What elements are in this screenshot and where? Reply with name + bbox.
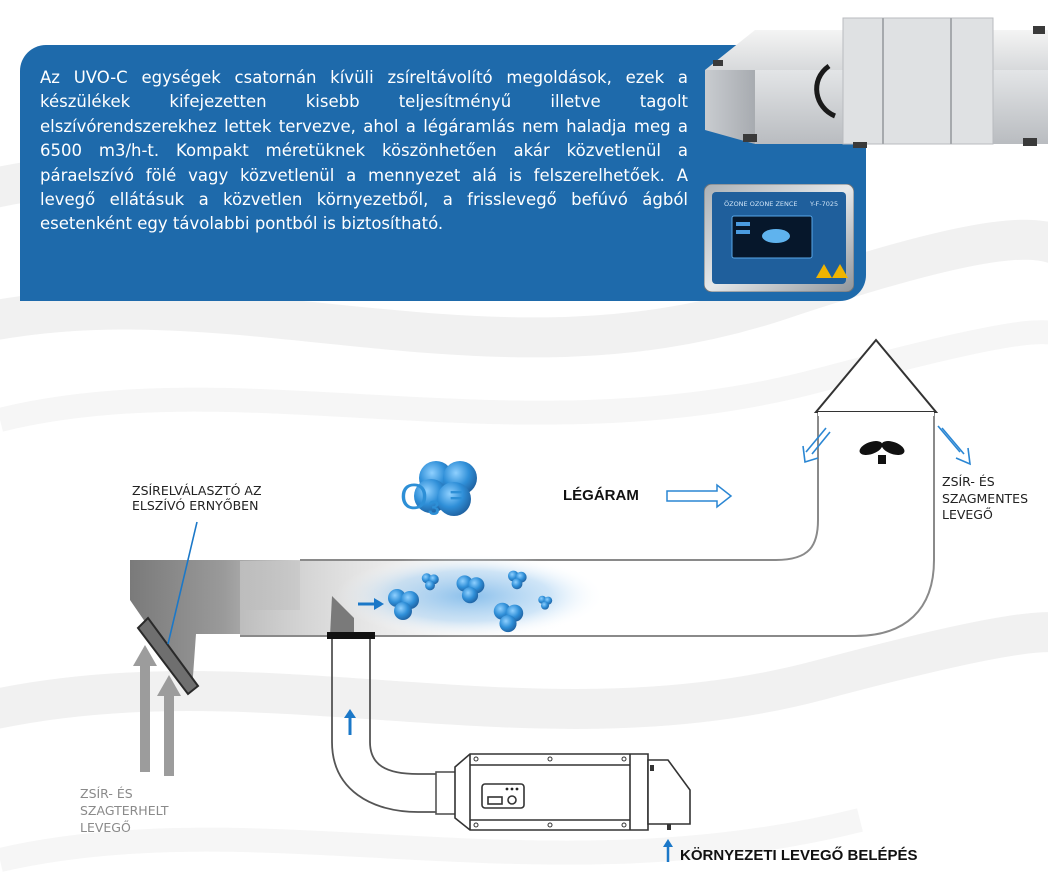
- dirty-air-label: ZSÍR- ÉS SZAGTERHELT LEVEGŐ: [80, 786, 169, 835]
- unit-product-image: [705, 17, 1048, 148]
- injection-arrow: [358, 598, 384, 610]
- exhaust-arrow-right: [937, 425, 971, 466]
- info-paragraph: Az UVO-C egységek csatornán kívüli zsíre…: [40, 68, 688, 234]
- formula-equals: =: [449, 483, 463, 508]
- ozone-formula: O3 =: [400, 478, 463, 527]
- dirty-air-arrows: [133, 645, 181, 776]
- airflow-label: LÉGÁRAM: [563, 487, 639, 504]
- supply-pipe: [331, 639, 455, 813]
- panel-screen-title: ÖZONE OZONE ZENCE: [724, 199, 798, 208]
- grease-separator: [136, 616, 200, 696]
- panel-screen-model: Y-F-7025: [809, 200, 838, 208]
- clean-air-label: ZSÍR- ÉS SZAGMENTES LEVEGŐ: [942, 474, 1029, 522]
- separator-label: ZSÍRELVÁLASZTÓ AZ ELSZÍVÓ ERNYŐBEN: [132, 483, 262, 513]
- exhaust-arrow-left: [802, 427, 831, 464]
- pipe-flow-arrow: [344, 709, 356, 735]
- generator-rivets: [473, 756, 627, 828]
- formula-symbol: O: [400, 476, 429, 517]
- generator-indicator-dots: [505, 787, 519, 791]
- exhaust-cap: [813, 338, 939, 413]
- main-duct: [240, 411, 935, 637]
- ozone-nozzle: [330, 596, 354, 636]
- separator-leader-line: [167, 521, 198, 645]
- formula-subscript: 3: [428, 497, 440, 520]
- fan-icon: [859, 441, 905, 464]
- ambient-intake-label: KÖRNYEZETI LEVEGŐ BELÉPÉS: [680, 847, 918, 864]
- ozone-generator: [454, 753, 691, 831]
- ambient-intake-arrow: [663, 839, 673, 862]
- ozone-formula-molecule: [414, 461, 477, 516]
- airflow-arrow: [666, 483, 733, 509]
- control-panel-image: ÖZONE OZONE ZENCE Y-F-7025: [704, 184, 854, 292]
- nozzle-flange: [327, 632, 375, 639]
- pipe-coupling: [435, 771, 457, 815]
